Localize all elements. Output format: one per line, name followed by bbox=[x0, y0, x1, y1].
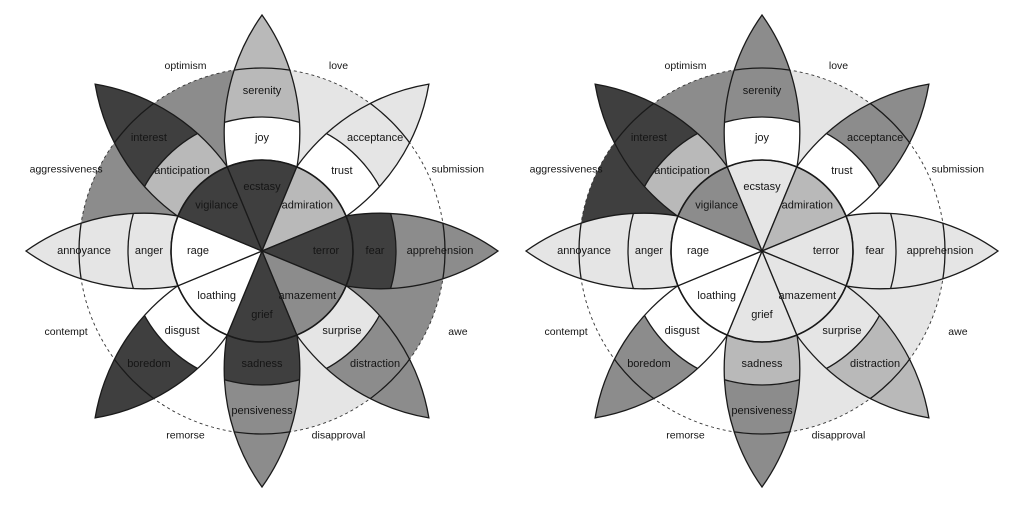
dyad-label-aggressiveness: aggressiveness bbox=[530, 164, 603, 176]
segment-disgust bbox=[128, 251, 262, 385]
label-distraction: distraction bbox=[350, 358, 400, 370]
emotion-wheel-left: ecstasy joy serenity admiration trust accepta… bbox=[24, 13, 500, 489]
segment-surprise bbox=[262, 251, 396, 385]
dyad-label-contempt: contempt bbox=[44, 326, 87, 338]
band-divider bbox=[724, 67, 800, 251]
label-disgust: disgust bbox=[165, 325, 200, 337]
label-sadness: sadness bbox=[742, 358, 783, 370]
label-annoyance: annoyance bbox=[57, 245, 111, 257]
dyad-label-awe: awe bbox=[948, 326, 967, 338]
label-sadness: sadness bbox=[242, 358, 283, 370]
band-divider bbox=[78, 213, 262, 289]
band-divider bbox=[724, 116, 800, 251]
label-fear: fear bbox=[366, 245, 385, 257]
label-admiration: admiration bbox=[782, 200, 833, 212]
segment-anticipation bbox=[628, 117, 762, 251]
dyad-label-aggressiveness: aggressiveness bbox=[30, 164, 103, 176]
emotion-wheel-right: ecstasy joy serenity admiration trust accepta… bbox=[524, 13, 1000, 489]
segment-anticipation bbox=[128, 117, 262, 251]
label-loathing: loathing bbox=[197, 290, 236, 302]
segment-surprise bbox=[762, 251, 896, 385]
band-divider bbox=[724, 251, 800, 386]
label-boredom: boredom bbox=[127, 358, 170, 370]
label-acceptance: acceptance bbox=[347, 132, 403, 144]
label-loathing: loathing bbox=[697, 290, 736, 302]
label-anger: anger bbox=[135, 245, 163, 257]
dyad-label-submission: submission bbox=[932, 164, 985, 176]
label-anger: anger bbox=[635, 245, 663, 257]
label-disgust: disgust bbox=[665, 325, 700, 337]
label-rage: rage bbox=[687, 245, 709, 257]
label-annoyance: annoyance bbox=[557, 245, 611, 257]
label-joy: joy bbox=[254, 132, 270, 144]
dyad-label-disapproval: disapproval bbox=[312, 430, 366, 442]
band-divider bbox=[762, 213, 897, 289]
band-divider bbox=[224, 251, 300, 435]
segment-disgust bbox=[628, 251, 762, 385]
label-distraction: distraction bbox=[850, 358, 900, 370]
label-interest: interest bbox=[631, 132, 667, 144]
label-ecstasy: ecstasy bbox=[743, 181, 781, 193]
band-divider bbox=[127, 213, 262, 289]
dyad-label-remorse: remorse bbox=[666, 430, 705, 442]
label-amazement: amazement bbox=[779, 290, 836, 302]
dyad-label-disapproval: disapproval bbox=[812, 430, 866, 442]
label-boredom: boredom bbox=[627, 358, 670, 370]
label-serenity: serenity bbox=[743, 85, 782, 97]
band-divider bbox=[262, 213, 446, 289]
dyad-label-love: love bbox=[329, 60, 348, 72]
segment-trust bbox=[262, 117, 396, 251]
dyad-label-contempt: contempt bbox=[544, 326, 587, 338]
label-serenity: serenity bbox=[243, 85, 282, 97]
band-divider bbox=[262, 213, 397, 289]
inner-circle bbox=[170, 159, 354, 343]
label-grief: grief bbox=[751, 309, 773, 321]
label-joy: joy bbox=[754, 132, 770, 144]
label-apprehension: apprehension bbox=[407, 245, 474, 257]
label-pensiveness: pensiveness bbox=[231, 405, 293, 417]
label-apprehension: apprehension bbox=[907, 245, 974, 257]
inner-circle bbox=[670, 159, 854, 343]
label-vigilance: vigilance bbox=[695, 200, 738, 212]
band-divider bbox=[224, 67, 300, 251]
dyad-label-love: love bbox=[829, 60, 848, 72]
label-trust: trust bbox=[831, 165, 852, 177]
label-interest: interest bbox=[131, 132, 167, 144]
label-ecstasy: ecstasy bbox=[243, 181, 281, 193]
band-divider bbox=[762, 213, 946, 289]
dyad-label-remorse: remorse bbox=[166, 430, 205, 442]
band-divider bbox=[627, 213, 762, 289]
band-divider bbox=[224, 251, 300, 386]
label-terror: terror bbox=[313, 245, 340, 257]
label-anticipation: anticipation bbox=[654, 165, 710, 177]
label-pensiveness: pensiveness bbox=[731, 405, 793, 417]
label-surprise: surprise bbox=[322, 325, 361, 337]
segment-trust bbox=[762, 117, 896, 251]
band-divider bbox=[724, 251, 800, 435]
dyad-label-awe: awe bbox=[448, 326, 467, 338]
label-grief: grief bbox=[251, 309, 273, 321]
dyad-label-optimism: optimism bbox=[664, 60, 706, 72]
label-anticipation: anticipation bbox=[154, 165, 210, 177]
label-vigilance: vigilance bbox=[195, 200, 238, 212]
label-amazement: amazement bbox=[279, 290, 336, 302]
band-divider bbox=[578, 213, 762, 289]
label-acceptance: acceptance bbox=[847, 132, 903, 144]
label-rage: rage bbox=[187, 245, 209, 257]
dyad-label-optimism: optimism bbox=[164, 60, 206, 72]
label-admiration: admiration bbox=[282, 200, 333, 212]
label-surprise: surprise bbox=[822, 325, 861, 337]
dyad-label-submission: submission bbox=[432, 164, 485, 176]
label-fear: fear bbox=[866, 245, 885, 257]
label-trust: trust bbox=[331, 165, 352, 177]
band-divider bbox=[224, 116, 300, 251]
label-terror: terror bbox=[813, 245, 840, 257]
